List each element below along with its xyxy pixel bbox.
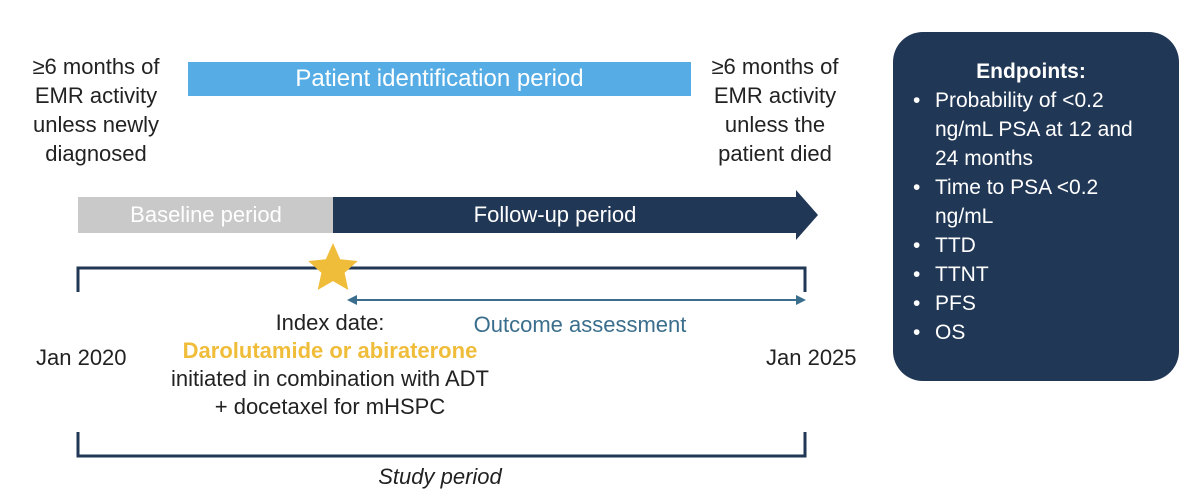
followup-requirement-note: ≥6 months of EMR activity unless the pat… [690, 52, 860, 168]
right-note-line: ≥6 months of [711, 54, 839, 79]
outcome-assessment-label: Outcome assessment [473, 312, 687, 337]
left-note-line: unless newly [33, 112, 159, 137]
patient-identification-period-bar: Patient identification period [188, 62, 691, 96]
followup-arrowhead [796, 190, 818, 240]
study-period-bracket [76, 432, 807, 458]
left-note-line: ≥6 months of [32, 54, 160, 79]
left-note-line: EMR activity [34, 83, 158, 108]
right-note-line: unless the [724, 112, 826, 137]
index-drug-label: Darolutamide or abiraterone [182, 338, 478, 363]
index-description-line: + docetaxel for mHSPC [214, 394, 446, 419]
endpoint-item: Time to PSA <0.2 ng/mL [913, 173, 1161, 231]
endpoint-item: TTNT [913, 260, 1161, 289]
endpoint-item: TTD [913, 231, 1161, 260]
outcome-assessment-arrow [347, 295, 806, 305]
left-note-line: diagnosed [45, 141, 147, 166]
baseline-period-bar: Baseline period [78, 197, 334, 233]
index-description-line: initiated in combination with ADT [171, 366, 489, 391]
study-window-bracket-top [76, 266, 807, 292]
endpoint-item: OS [913, 318, 1161, 347]
endpoints-list: Probability of <0.2 ng/mL PSA at 12 and … [913, 86, 1161, 347]
index-date-label: Index date: [275, 310, 385, 335]
right-note-line: patient died [718, 141, 832, 166]
endpoints-title: Endpoints: [976, 60, 1086, 83]
baseline-requirement-note: ≥6 months of EMR activity unless newly d… [8, 52, 184, 168]
start-date-label: Jan 2020 [36, 345, 127, 370]
right-note-line: EMR activity [713, 83, 837, 108]
index-date-description: Index date: Darolutamide or abiraterone … [140, 309, 520, 421]
timeline-graphics [76, 243, 807, 458]
index-date-star-icon [308, 243, 358, 290]
endpoint-item: Probability of <0.2 ng/mL PSA at 12 and … [913, 86, 1161, 173]
study-period-label: Study period [378, 464, 502, 489]
endpoint-item: PFS [913, 289, 1161, 318]
endpoints-panel: Endpoints: Probability of <0.2 ng/mL PSA… [893, 32, 1179, 381]
end-date-label: Jan 2025 [766, 345, 857, 370]
followup-period-bar: Follow-up period [333, 197, 797, 233]
